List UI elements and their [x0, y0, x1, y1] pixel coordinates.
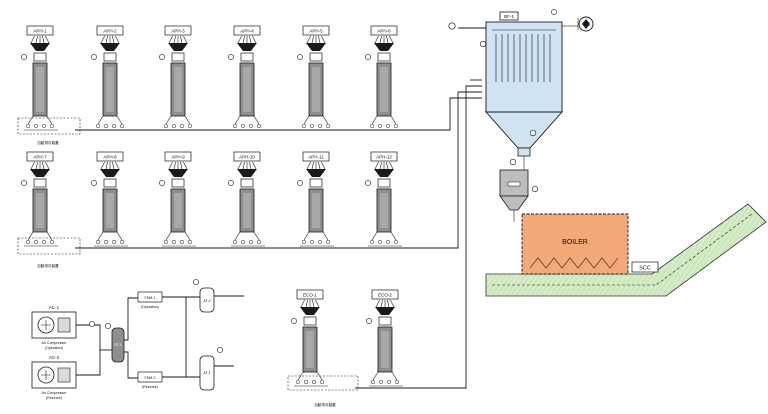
bf-label: BF-1	[504, 14, 514, 19]
fdm-mode: (Operation)	[141, 305, 159, 309]
ash-device-2: 自動排灰裝置	[17, 237, 81, 268]
fdm-tag: FDM-1	[145, 296, 156, 300]
dryer-2: FDM-2 (Reserve)	[137, 371, 163, 389]
aph-row-2: APH-7 APH-8 APH-9 APH-10 APH-11 APH-12	[21, 151, 402, 247]
boiler-label: BOILER	[562, 239, 588, 246]
heater-unit: ECO-2	[366, 289, 403, 387]
air-tank-2: AT-2	[199, 287, 215, 313]
unit-tag: APH-8	[103, 155, 117, 160]
air-tank-1: AT-1	[199, 355, 215, 391]
heater-unit: APH-2	[91, 25, 128, 131]
heater-unit: APH-6	[365, 25, 402, 131]
fan-icon	[577, 16, 594, 32]
unit-tag: APH-11	[308, 155, 324, 160]
heater-unit: APH-1	[21, 25, 58, 131]
unit-tag: APH-4	[240, 29, 254, 34]
bag-filter: BF-1	[448, 9, 578, 166]
heater-unit: APH-7	[21, 151, 58, 247]
ash-hopper	[499, 156, 539, 222]
ash-device-label: 自動排灰裝置	[37, 263, 59, 268]
scc-label: SCC	[639, 266, 651, 272]
heater-unit: ECO-1	[291, 289, 328, 387]
unit-tag: APH-12	[376, 155, 392, 160]
header-lines	[75, 27, 488, 389]
fdm-tag: FDM-2	[145, 376, 156, 380]
heater-unit: APH-8	[91, 151, 128, 247]
ash-device-label: 自動排灰裝置	[314, 402, 336, 407]
scc-conveyor: SCC	[485, 203, 767, 297]
unit-tag: APH-7	[33, 155, 47, 160]
dryer-1: FDM-1 (Operation)	[137, 291, 163, 309]
heater-unit: APH-12	[365, 151, 402, 247]
heater-unit: APH-10	[228, 151, 265, 247]
unit-tag: ECO-1	[303, 293, 317, 298]
heater-unit: APH-3	[159, 25, 196, 131]
compressor-desc: Air Compressor	[42, 341, 68, 345]
unit-tag: ECO-2	[378, 293, 392, 298]
compressor-desc: Air Compressor	[42, 391, 68, 395]
unit-tag: APH-5	[309, 29, 323, 34]
heater-unit: APH-9	[159, 151, 196, 247]
air-compressor-2: AC-2 Air Compressor (Reserve)	[31, 355, 77, 400]
compressor-tag: AC-2	[49, 355, 60, 360]
eco-row: ECO-1 ECO-2	[291, 289, 403, 387]
at-label: AT-2	[203, 299, 210, 303]
compressed-air-system: AC-1 Air Compressor (Operation) AC-2 Air…	[31, 279, 244, 400]
heater-unit: APH-5	[297, 25, 334, 131]
fdm-mode: (Reserve)	[142, 385, 158, 389]
heater-unit: APH-11	[297, 151, 334, 247]
unit-tag: APH-1	[33, 29, 47, 34]
heater-unit: APH-4	[228, 25, 265, 131]
compressor-mode: (Reserve)	[46, 396, 62, 400]
unit-tag: APH-9	[171, 155, 185, 160]
compressor-mode: (Operation)	[45, 346, 63, 350]
boiler: BOILER	[521, 213, 629, 275]
ash-device-label: 自動排灰裝置	[37, 140, 59, 145]
storage-tank: ST-1	[111, 327, 125, 363]
unit-tag: APH-10	[239, 155, 255, 160]
at-label: AT-1	[203, 371, 210, 375]
air-compressor-1: AC-1 Air Compressor (Operation)	[31, 305, 77, 350]
unit-tag: APH-6	[377, 29, 391, 34]
unit-tag: APH-3	[171, 29, 185, 34]
aph-row-1: APH-1 APH-2 APH-3 APH-4 APH-5 APH-6	[21, 25, 402, 131]
st-label: ST-1	[114, 343, 122, 347]
ash-device-3: 自動排灰裝置	[287, 375, 359, 407]
compressor-tag: AC-1	[49, 305, 60, 310]
unit-tag: APH-2	[103, 29, 117, 34]
ash-device-1: 自動排灰裝置	[17, 117, 81, 145]
